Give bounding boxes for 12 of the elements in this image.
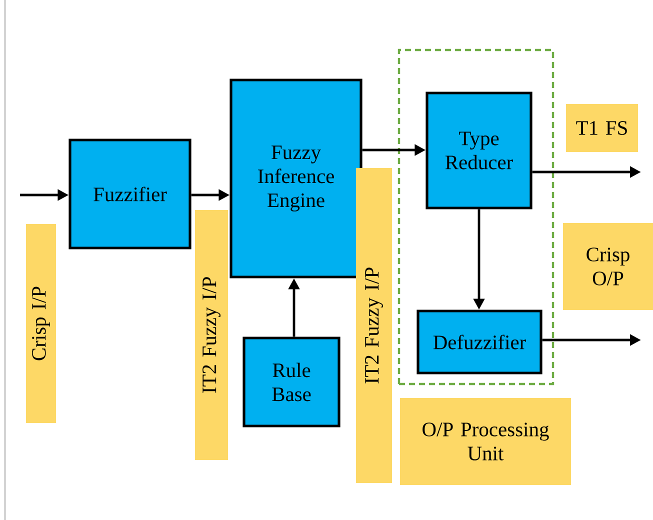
process-box: Defuzzifier bbox=[416, 310, 542, 374]
label-box: Crisp I/P bbox=[26, 224, 56, 423]
dashed-group-box bbox=[398, 48, 554, 386]
process-box: Fuzzifier bbox=[68, 138, 192, 250]
process-box: Rule Base bbox=[242, 336, 340, 428]
label-box: IT2 Fuzzy I/P bbox=[356, 168, 392, 483]
label-box: T1 FS bbox=[566, 104, 638, 152]
label-box: IT2 Fuzzy I/P bbox=[195, 210, 228, 460]
label-box: O/P Processing Unit bbox=[400, 398, 571, 485]
label-box: Crisp O/P bbox=[563, 223, 653, 310]
process-box: Fuzzy Inference Engine bbox=[230, 78, 362, 278]
process-box: Type Reducer bbox=[426, 92, 532, 210]
